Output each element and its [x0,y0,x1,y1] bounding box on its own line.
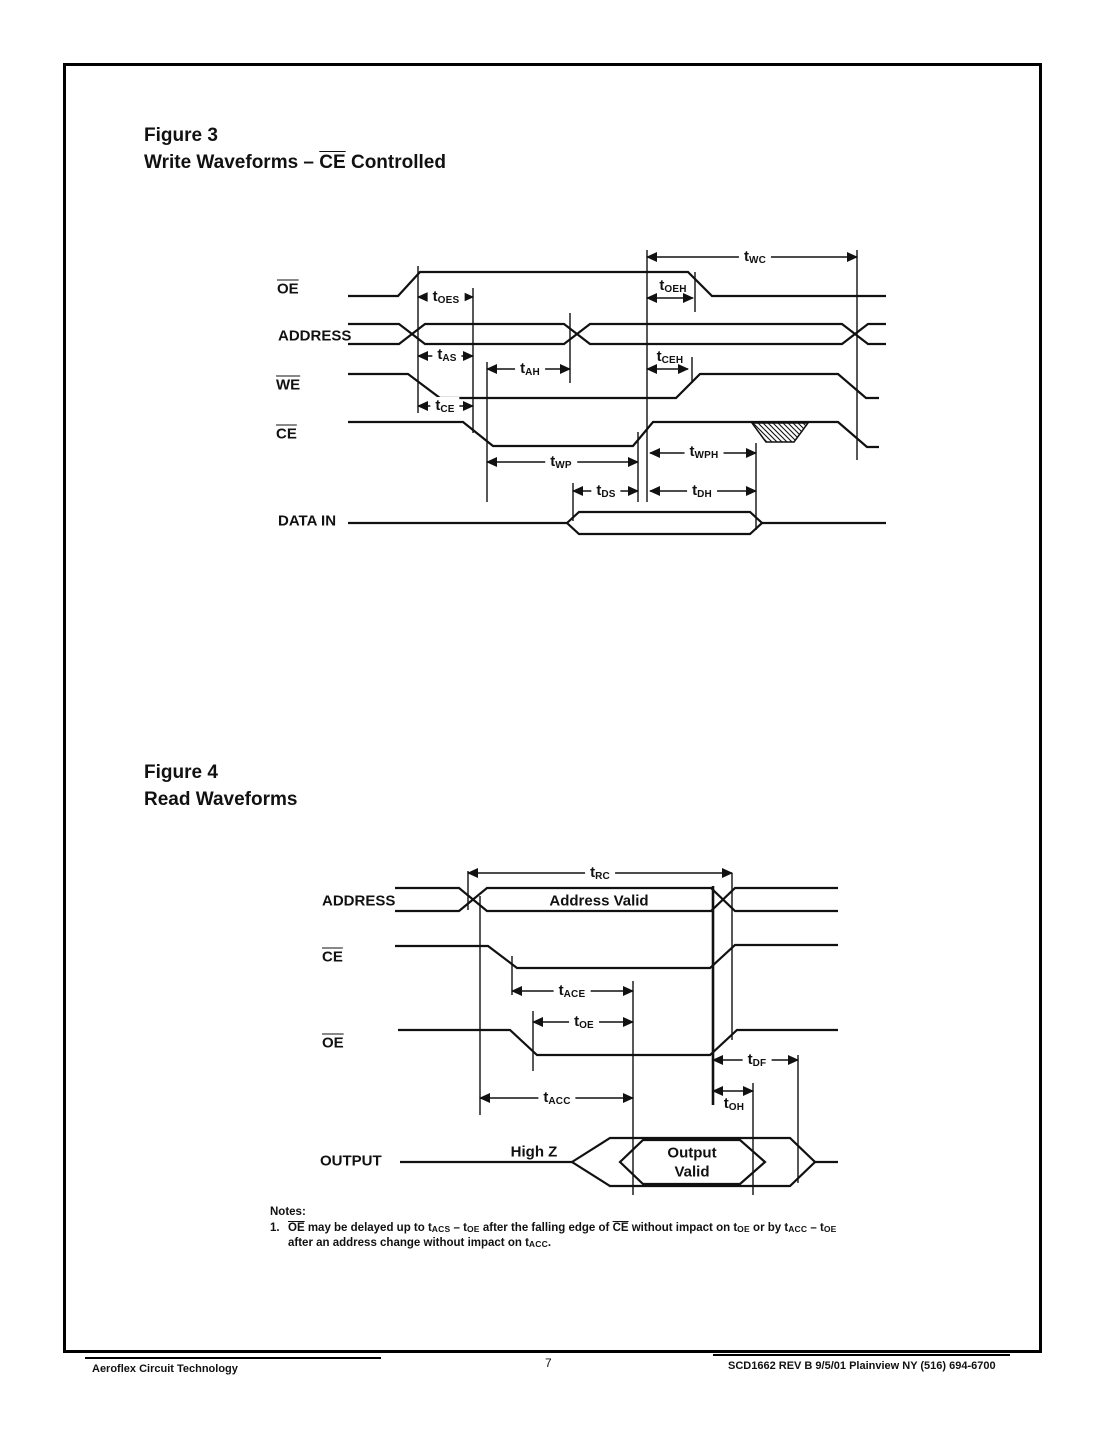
fig3-oe-waveform [348,270,886,298]
t-ce-label: tCE [430,397,460,415]
notes-heading: Notes: [270,1206,306,1218]
address-valid-annotation: Address Valid [549,892,649,910]
t-df-label: tDF [742,1051,772,1069]
t-rc-label: tRC [585,864,615,882]
figure4-waveforms [395,868,838,1195]
t-oeh-label: tOEH [659,277,687,295]
figure3-title: Figure 3 [144,125,218,146]
figure4-title-block: Figure 4 Read Waveforms [144,759,297,813]
t-ace-label: tACE [553,982,591,1000]
footer-page-number: 7 [545,1356,552,1370]
figure4-title: Figure 4 [144,762,218,783]
fig4-signal-label-ce: CE [322,948,343,966]
fig3-we-waveform [348,372,879,400]
fig3-address-waveform [348,322,886,346]
fig3-address-waveform [348,322,886,346]
output-valid-annotation: Output [667,1144,717,1162]
t-oe-label: tOE [569,1013,599,1031]
high-z-annotation: High Z [510,1143,558,1161]
fig3-ce-waveform [348,420,879,449]
t-ds-label: tDS [591,482,621,500]
fig4-signal-label-output: OUTPUT [320,1152,382,1170]
output-valid-annotation: Valid [674,1163,710,1181]
fig3-signal-label-ce: CE [276,425,297,443]
fig4-signal-label-oe: OE [322,1034,344,1052]
t-wc-label: tWC [738,248,772,266]
note-1-line1: OE may be delayed up to tACS – tOE after… [288,1222,837,1234]
t-wph-label: tWPH [684,443,724,461]
footer-left-rule [85,1357,381,1359]
footer-document-ref: SCD1662 REV B 9/5/01 Plainview NY (516) … [728,1360,996,1372]
fig4-output-valid-hexagon [618,1138,767,1186]
fig3-data-valid-hexagon [565,510,764,536]
t-oh-label: tOH [723,1095,745,1113]
fig4-ce-waveform [395,943,838,970]
t-ceh-label: tCEH [656,348,684,366]
t-dh-label: tDH [687,482,717,500]
page-border [63,63,1042,1353]
t-oes-label: tOES [427,288,465,306]
fig4-address-waveform [395,886,838,913]
t-ah-label: tAH [515,360,545,378]
fig3-signal-label-we: WE [276,376,301,394]
t-as-label: tAS [432,346,462,364]
figure3-subtitle: Write Waveforms – CE Controlled [144,152,446,173]
fig4-signal-label-address: ADDRESS [322,892,396,910]
fig3-ce-hatch-region [750,422,810,443]
t-acc-label: tACC [538,1089,576,1107]
footer-company: Aeroflex Circuit Technology [92,1363,238,1375]
t-wp-label: tWP [545,453,577,471]
fig4-oe-waveform [398,1028,838,1057]
fig3-signal-label-oe: OE [277,280,299,298]
fig3-signal-label-address: ADDRESS [278,327,352,345]
footer-right-rule [713,1354,1010,1356]
fig4-address-waveform [395,886,838,913]
note-1-line2: after an address change without impact o… [288,1237,552,1249]
figure3-waveforms [348,250,886,536]
note-1-number: 1. [270,1222,280,1234]
figure3-title-block: Figure 3 Write Waveforms – CE Controlled [144,122,446,176]
figure4-subtitle: Read Waveforms [144,789,298,810]
fig3-signal-label-data-in: DATA IN [278,512,337,530]
